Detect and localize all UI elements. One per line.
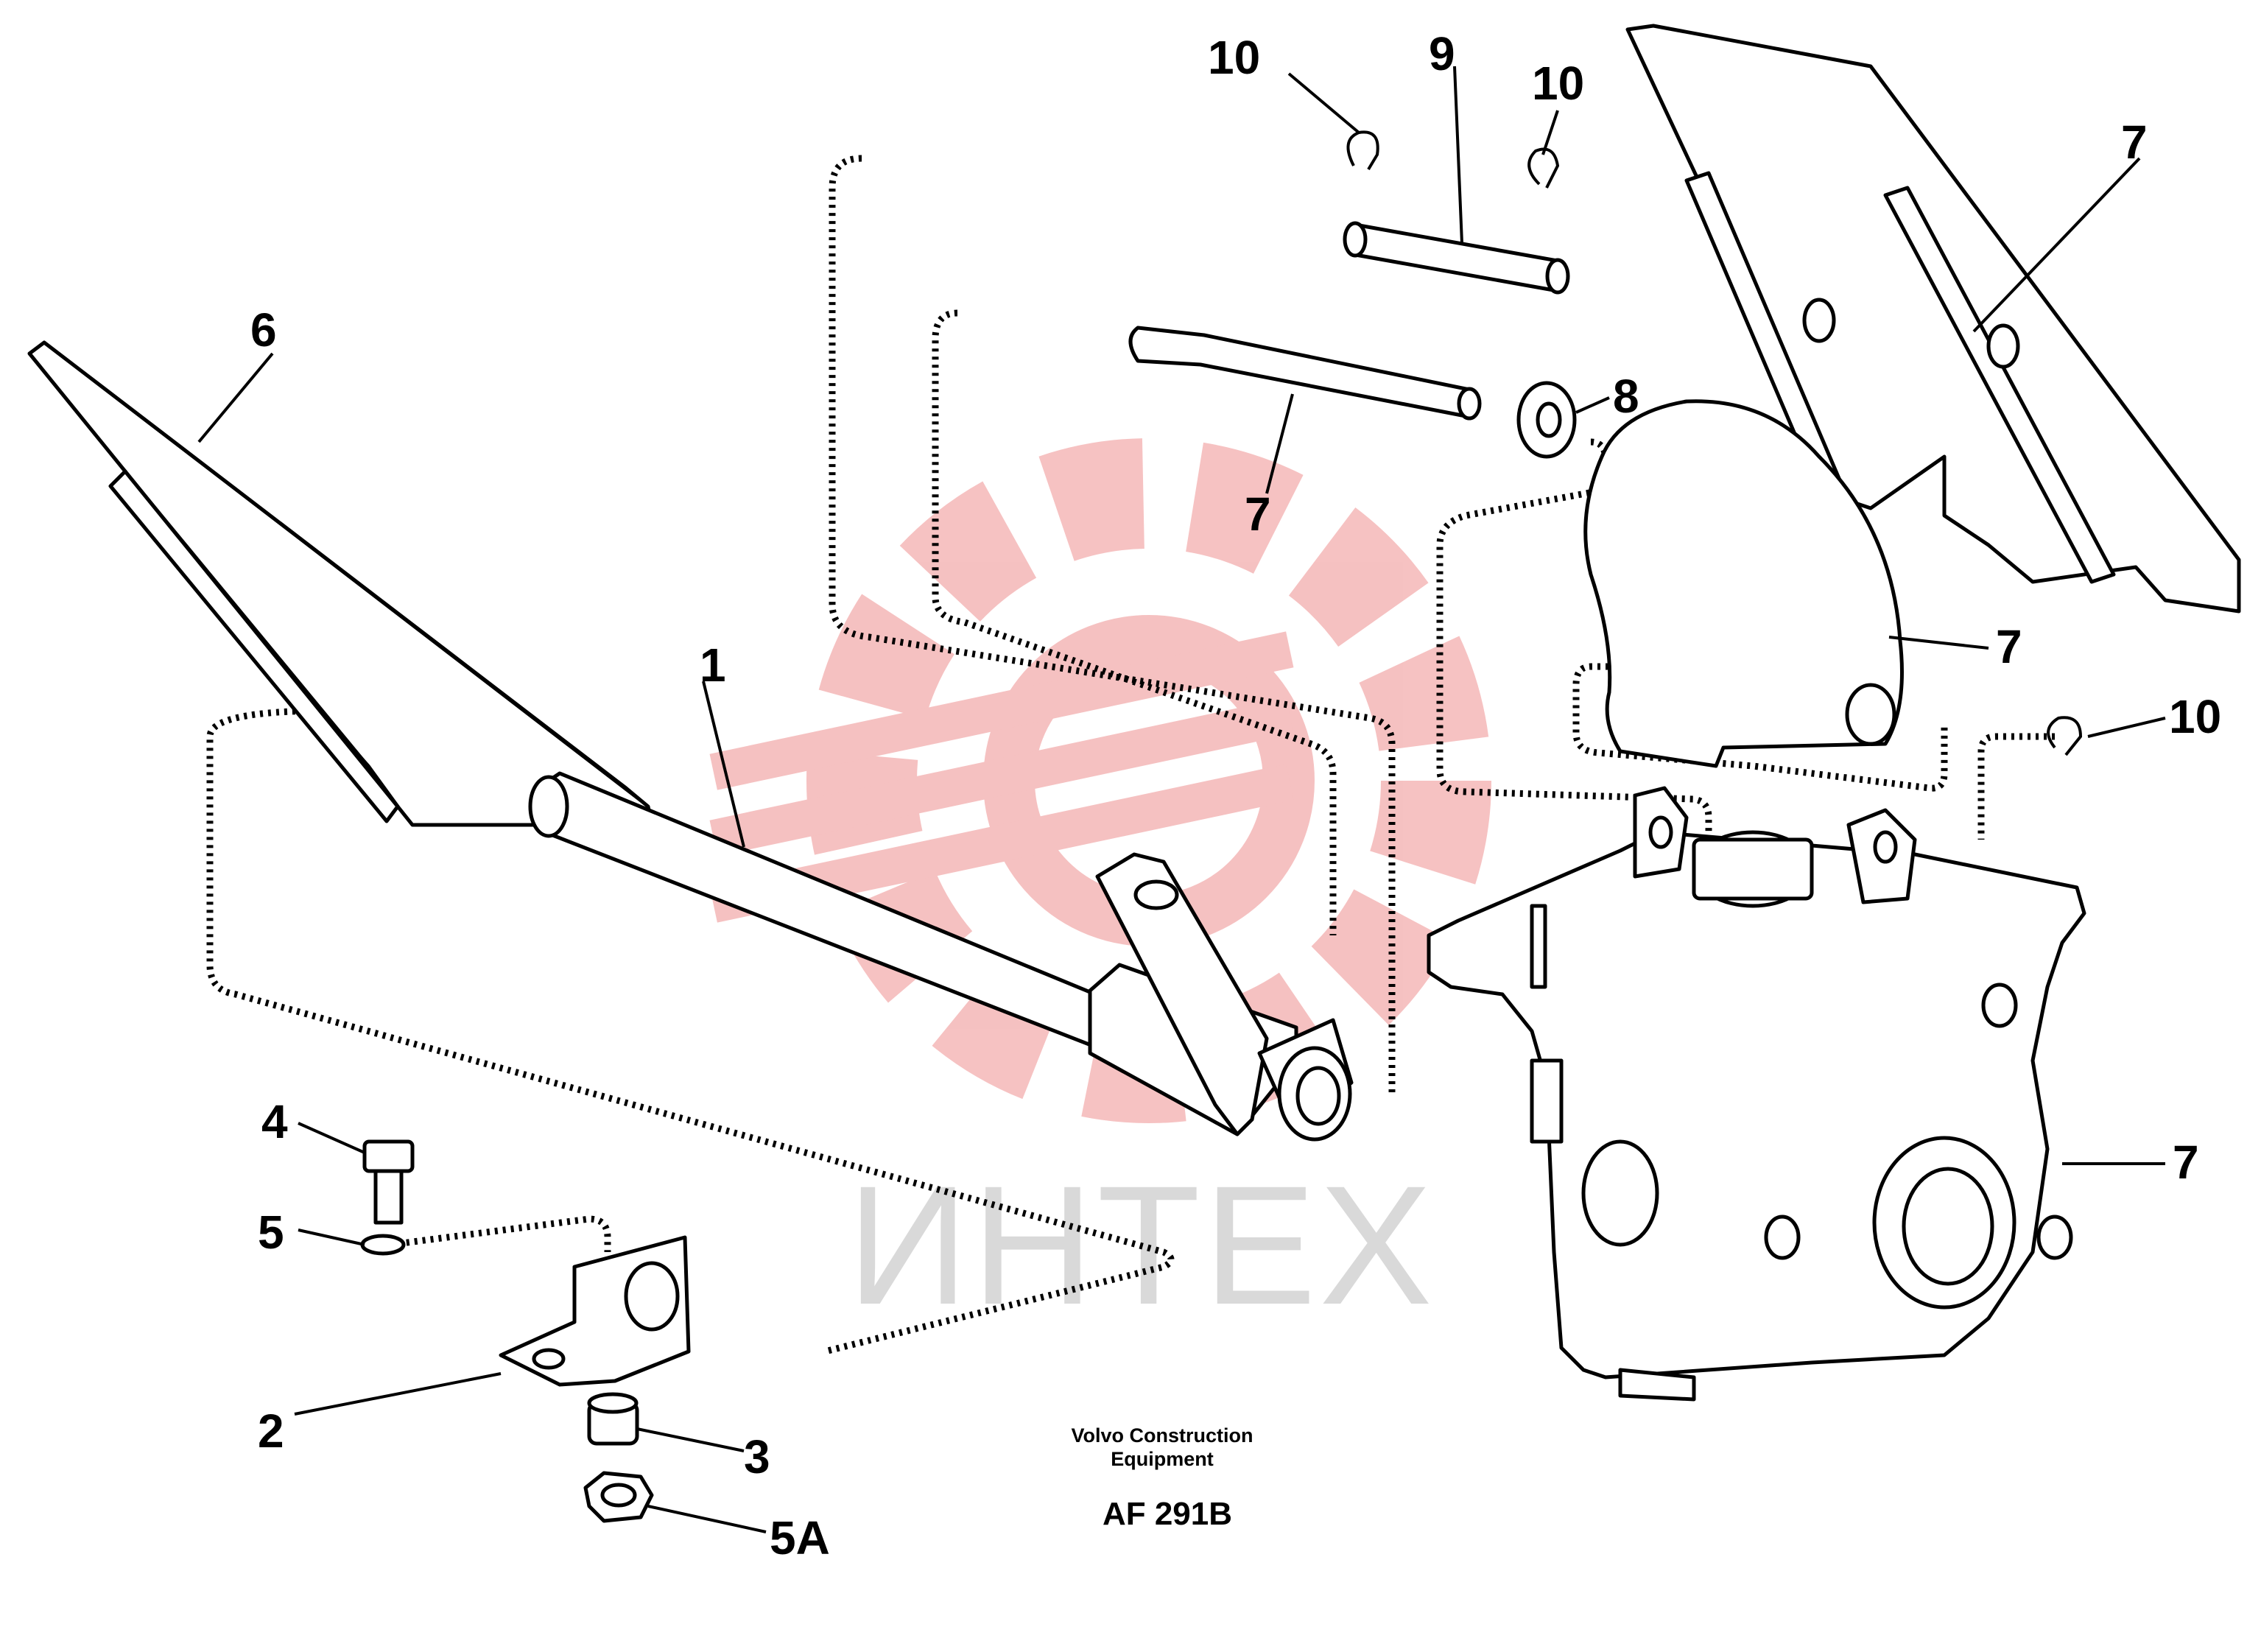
- pedal-shaft-part-1: [528, 771, 1354, 1142]
- callout-2: 2: [258, 1405, 284, 1458]
- brake-valve-body-part-7: [1427, 786, 2086, 1402]
- callout-labels: 1 2 3 4 5 5A 6 7 7 7 7 8 9 10 10 10: [250, 27, 2221, 1564]
- pedal-top-part-7: [1625, 24, 2241, 614]
- callout-4: 4: [261, 1095, 288, 1148]
- callout-3: 3: [744, 1430, 770, 1483]
- nut-part-5a: [583, 1471, 654, 1523]
- callout-7-lever-bracket: 7: [1996, 620, 2022, 673]
- leader-lines: [197, 66, 2166, 1533]
- angle-bracket-part-2: [499, 1235, 691, 1387]
- washer-part-5: [360, 1234, 406, 1256]
- pivot-pin-part-7: [1128, 326, 1482, 421]
- pedal-plate-part-6: [27, 340, 654, 827]
- watermark-logo: [709, 438, 1491, 1123]
- caption-line-1: Volvo Construction: [1072, 1424, 1253, 1447]
- callout-7-pivot-pin: 7: [1245, 488, 1271, 541]
- callout-9: 9: [1429, 27, 1455, 80]
- clip-part-10-left: [1346, 130, 1379, 171]
- lever-bracket-part-7: [1583, 399, 1904, 768]
- assembly-dotted-lines: [206, 155, 2055, 1355]
- callout-8: 8: [1613, 370, 1639, 423]
- pin-part-9: [1343, 221, 1570, 295]
- caption-block: Volvo Construction Equipment AF 291B: [1072, 1424, 1253, 1532]
- clip-part-10-right: [2047, 716, 2083, 756]
- caption-line-2: Equipment: [1111, 1448, 1214, 1470]
- watermark-text: ИНТЕХ: [847, 1150, 1435, 1340]
- callout-7-pedal-top: 7: [2121, 116, 2148, 169]
- callout-10-left: 10: [1208, 31, 1260, 84]
- callout-10-mid: 10: [1532, 57, 1584, 110]
- callout-7-valve-body: 7: [2173, 1136, 2199, 1189]
- callout-1: 1: [700, 639, 726, 692]
- callout-5a: 5A: [770, 1511, 830, 1564]
- washer-part-8: [1516, 381, 1577, 459]
- spacer-part-3: [587, 1392, 639, 1446]
- callout-6: 6: [250, 303, 277, 356]
- drawing-number: AF 291B: [1103, 1496, 1232, 1532]
- bolt-part-4: [362, 1139, 415, 1225]
- callout-10-right: 10: [2169, 690, 2221, 743]
- clip-part-10-mid: [1527, 147, 1560, 189]
- callout-5: 5: [258, 1206, 284, 1259]
